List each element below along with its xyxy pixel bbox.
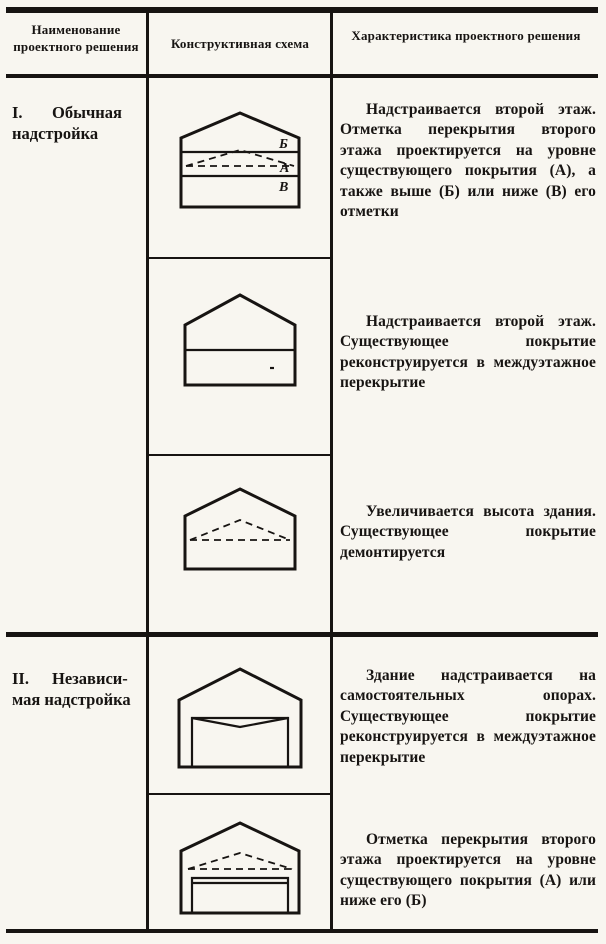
section-2-numeral: II. (12, 669, 29, 688)
house-outline (183, 293, 297, 387)
section-2-title: Независи­мая надстройка (12, 669, 131, 710)
level-label-a: А (279, 161, 289, 176)
house-outline (183, 487, 297, 571)
section-2-name: II.Независи­мая надстройка (12, 668, 142, 711)
independent-supports-level-diagram (179, 821, 301, 915)
section-divider-rule (6, 632, 598, 637)
solution-description-3: Увеличивается высота здания. Существующе… (340, 503, 596, 561)
house-outline (177, 667, 303, 769)
table-bottom-rule (6, 929, 598, 933)
house-outline (179, 821, 301, 915)
existing-roof-truss-dashed (189, 519, 291, 541)
header-solution-name: Наименование проектного решения (13, 22, 139, 54)
level-label-b: Б (278, 137, 288, 152)
reconstructed-ceiling-lines (191, 716, 289, 729)
scheme-row-divider-3 (149, 793, 330, 795)
solution-description-5: Отметка перекрытия второго этажа проекти… (340, 831, 596, 910)
section-1-numeral: I. (12, 103, 23, 122)
level-label-v: В (278, 180, 288, 195)
scheme-row-divider-1 (149, 257, 330, 259)
roof-dismantled-diagram (183, 487, 297, 571)
table-top-rule (6, 7, 598, 13)
header-structural-scheme: Конструктивная схема (170, 36, 310, 51)
inner-building-frame (190, 876, 290, 912)
solution-description-2: Надстраивается второй этаж. Существующее… (340, 313, 596, 392)
roof-rebuilt-to-floor-diagram (183, 293, 297, 387)
existing-roof-truss-dashed (185, 149, 295, 167)
independent-supports-diagram (177, 667, 303, 769)
section-1-name: I.Обычная надстройка (12, 102, 142, 145)
house-outline (179, 111, 301, 209)
column-divider-left (146, 13, 149, 931)
solution-description-4: Здание надстраивается на самостоятельных… (340, 667, 596, 766)
header-bottom-rule (6, 74, 598, 78)
existing-roof-truss-dashed (187, 852, 293, 870)
section-1-title: Обычная надстройка (12, 103, 122, 144)
scheme-row-divider-2 (149, 454, 330, 456)
header-solution-characteristic: Характеристика проектного решения (351, 28, 581, 43)
solution-description-1: Надстраивается второй этаж. Отметка пере… (340, 101, 596, 221)
inner-building-frame (190, 716, 290, 766)
second-floor-levels-diagram: Б А В (179, 111, 301, 209)
column-divider-right (330, 13, 333, 931)
